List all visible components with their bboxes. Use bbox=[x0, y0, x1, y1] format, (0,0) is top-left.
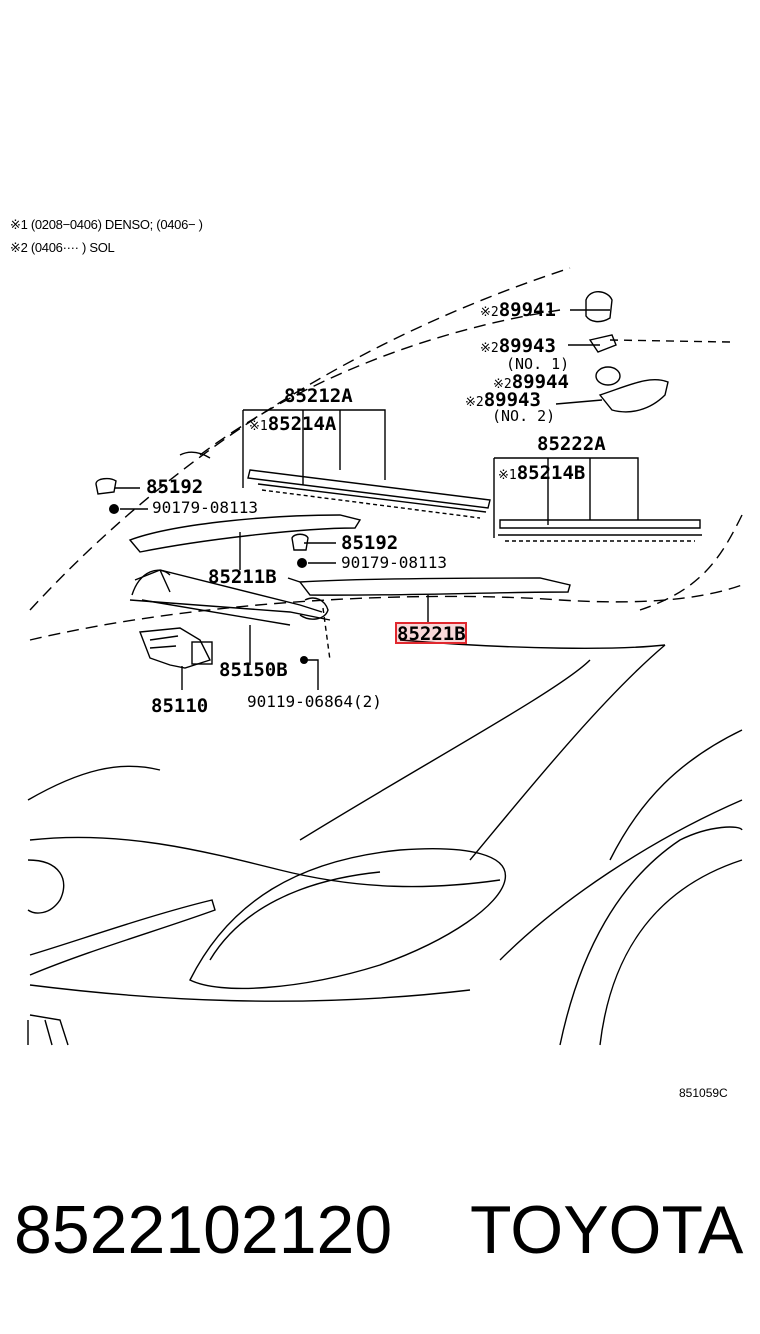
note-mark: ※1 bbox=[498, 468, 517, 483]
part-number: 85214B bbox=[516, 462, 586, 484]
part-label-85192-a[interactable]: 85192 bbox=[146, 476, 204, 498]
note-2: ※2 (0406···· ) SOL bbox=[10, 240, 115, 255]
part-label-89943-no1[interactable]: ※289943 bbox=[480, 337, 556, 356]
footer-part-number: 8522102120 bbox=[14, 1192, 393, 1268]
note-mark: ※2 bbox=[465, 395, 484, 410]
part-label-90119-06864[interactable]: 90119-06864(2) bbox=[247, 692, 382, 711]
footer-brand: TOYOTA bbox=[470, 1192, 744, 1268]
part-sub-89943-no2: (NO. 2) bbox=[492, 407, 556, 425]
note-mark: ※2 bbox=[493, 377, 512, 392]
part-label-85222A[interactable]: 85222A bbox=[537, 433, 606, 455]
note-mark: ※2 bbox=[480, 341, 499, 356]
part-label-89944[interactable]: ※289944 bbox=[493, 373, 569, 392]
part-number: 89944 bbox=[511, 371, 569, 393]
diagram-code: 851059C bbox=[679, 1086, 728, 1100]
part-number: 89941 bbox=[498, 299, 556, 321]
note-mark: ※1 bbox=[249, 419, 268, 434]
part-number: 85214A bbox=[267, 413, 337, 435]
part-label-85221B[interactable]: 85221B bbox=[397, 623, 466, 645]
part-label-90179-08113-b[interactable]: 90179-08113 bbox=[341, 553, 447, 572]
part-number: 89943 bbox=[498, 335, 556, 357]
part-label-85192-b[interactable]: 85192 bbox=[341, 532, 399, 554]
part-sub-89943-no1: (NO. 1) bbox=[506, 355, 570, 373]
part-number: 89943 bbox=[483, 389, 541, 411]
part-label-89941[interactable]: ※289941 bbox=[480, 301, 556, 320]
part-label-85214A[interactable]: ※185214A bbox=[249, 415, 336, 434]
part-label-85214B[interactable]: ※185214B bbox=[498, 464, 585, 483]
part-label-90179-08113-a[interactable]: 90179-08113 bbox=[152, 498, 258, 517]
part-label-85150B[interactable]: 85150B bbox=[219, 659, 288, 681]
part-label-89943-no2[interactable]: ※289943 bbox=[465, 391, 541, 410]
note-mark: ※2 bbox=[480, 305, 499, 320]
part-label-85110[interactable]: 85110 bbox=[151, 695, 209, 717]
part-label-85212A[interactable]: 85212A bbox=[284, 385, 353, 407]
note-1: ※1 (0208−0406) DENSO; (0406− ) bbox=[10, 217, 203, 232]
part-label-85211B[interactable]: 85211B bbox=[208, 566, 277, 588]
highlight-box bbox=[395, 622, 467, 644]
